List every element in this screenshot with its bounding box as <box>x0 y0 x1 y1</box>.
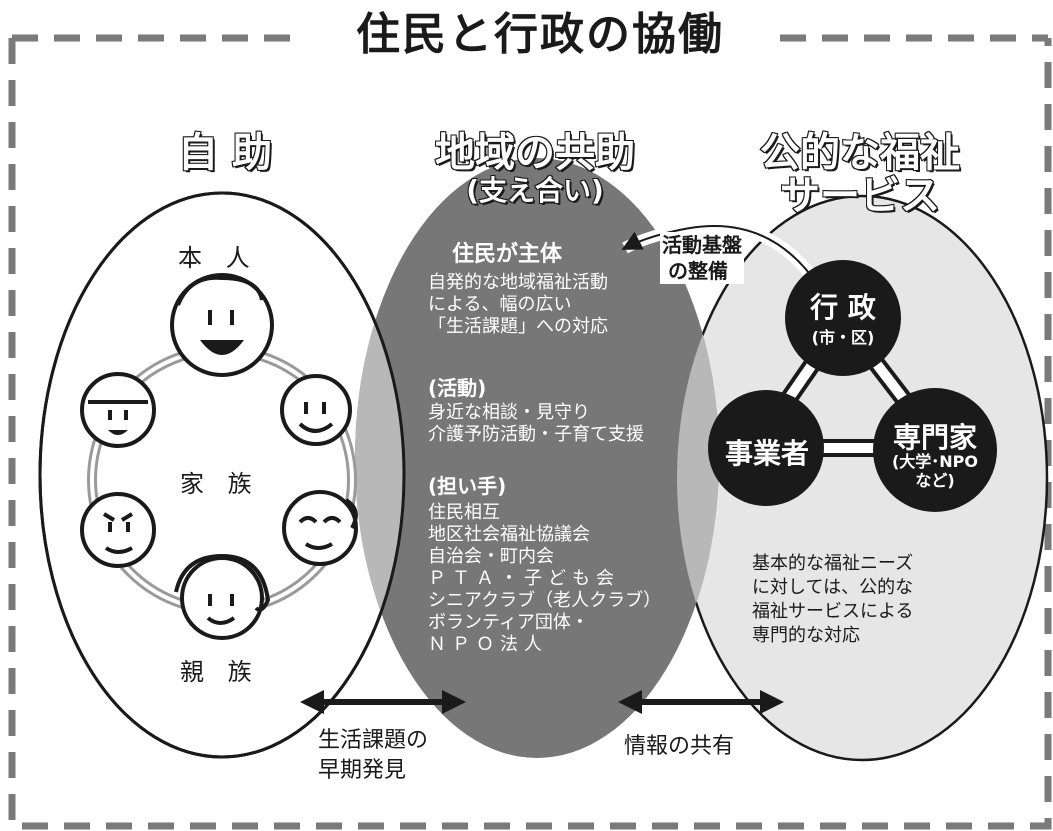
node-expert <box>873 388 997 512</box>
arrow-double-icon <box>618 690 784 714</box>
bearer-line: ボランティア団体・ <box>428 612 589 633</box>
relatives-label: 親 族 <box>180 658 260 686</box>
self-help-outline <box>38 191 406 759</box>
subject-line: による、幅の広い <box>428 294 572 315</box>
dashed-frame <box>8 38 1052 830</box>
self-help-heading: 自 助 <box>177 130 273 176</box>
admin-sub: (市・区) <box>811 328 875 347</box>
subject-line: 自発的な地域福祉活動 <box>428 272 608 293</box>
early-detection-label: 生活課題の 早期発見 <box>318 726 428 786</box>
activity-line: 介護予防活動・子育て支援 <box>428 424 644 445</box>
early-detection-line: 生活課題の <box>318 728 429 753</box>
face-family-icon <box>174 553 271 640</box>
node-business <box>708 390 824 506</box>
activities-title: (活動) <box>428 376 487 400</box>
bearers-lines: 住民相互 地区社会福祉協議会 自治会・町内会 ＰＴＡ・子ども会 シニアクラブ（老… <box>428 502 661 656</box>
activity-base-line: 活動基盤 <box>662 233 742 257</box>
expert-label: 専門家 <box>892 421 977 454</box>
bearer-line: 自治会・町内会 <box>428 546 554 567</box>
face-self-icon <box>170 273 274 377</box>
bearers-title: (担い手) <box>428 474 507 498</box>
desc-line: 専門的な対応 <box>752 625 860 646</box>
business-label: 事業者 <box>724 437 809 470</box>
family-label: 家 族 <box>180 470 260 498</box>
page-title: 住民と行政の協働 <box>300 4 780 66</box>
desc-line: に対しては、公的な <box>752 577 914 598</box>
mutual-aid-subheading: (支え合い) <box>465 174 604 208</box>
admin-label: 行 政 <box>810 291 876 324</box>
face-family-icon <box>280 374 352 446</box>
public-welfare-desc: 基本的な福祉ニーズ に対しては、公的な 福祉サービスによる 専門的な対応 <box>752 552 913 648</box>
subject-title: 住民が主体 <box>452 242 563 267</box>
public-welfare-heading-2: サービス <box>779 173 941 219</box>
public-welfare-heading: 公的な福祉 <box>759 130 961 176</box>
mutual-aid-heading: 地域の共助 <box>434 130 636 176</box>
self-label: 本 人 <box>178 244 258 272</box>
bearer-line: ＮＰＯ法人 <box>428 634 548 655</box>
bearer-line: シニアクラブ（老人クラブ） <box>428 590 662 611</box>
activity-base-label: 活動基盤 の整備 <box>660 232 744 284</box>
info-sharing-label: 情報の共有 <box>624 734 735 759</box>
bearer-line: 住民相互 <box>428 502 500 523</box>
bearer-line: ＰＴＡ・子ども会 <box>428 568 620 589</box>
early-detection-line: 早期発見 <box>318 758 407 783</box>
face-family-icon <box>80 372 156 448</box>
face-family-icon <box>80 492 156 568</box>
expert-sub-line: (大学･NPO <box>891 452 979 471</box>
desc-line: 基本的な福祉ニーズ <box>752 553 914 574</box>
mutual-aid-oval <box>355 158 719 758</box>
activity-line: 身近な相談・見守り <box>428 402 590 423</box>
arrow-double-icon <box>300 690 466 714</box>
desc-line: 福祉サービスによる <box>752 601 914 622</box>
subject-line: 「生活課題」への対応 <box>428 316 608 337</box>
expert-sub-line: など) <box>915 471 955 490</box>
bearer-line: 地区社会福祉協議会 <box>428 524 590 545</box>
arrow-curved-outline <box>621 224 819 286</box>
subject-lines: 自発的な地域福祉活動 による、幅の広い 「生活課題」への対応 <box>428 272 608 338</box>
expert-sub: (大学･NPO など) <box>875 452 995 490</box>
activity-base-line: の整備 <box>668 259 728 283</box>
node-admin <box>785 260 901 376</box>
face-family-icon <box>282 490 358 566</box>
activities-lines: 身近な相談・見守り 介護予防活動・子育て支援 <box>428 402 644 446</box>
